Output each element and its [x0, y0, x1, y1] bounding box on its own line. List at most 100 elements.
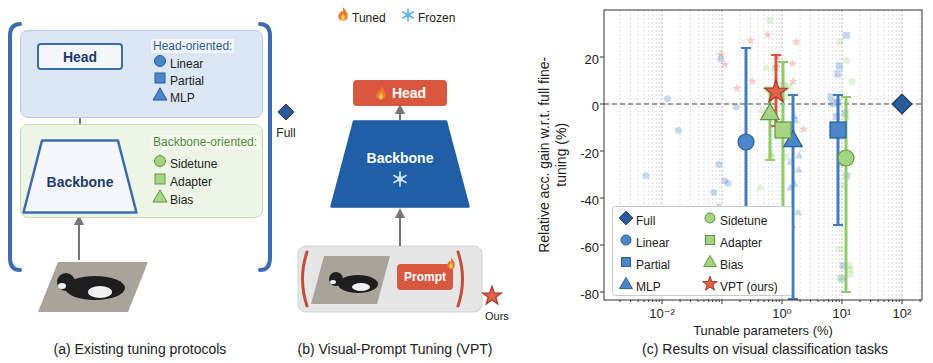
tuned-head-box: Head — [353, 80, 447, 106]
flame-icon — [445, 256, 457, 270]
label-holder: (c) Results on visual classification tas… — [642, 340, 888, 358]
frozen-backbone-trapezoid: Backbone — [330, 120, 470, 208]
axis-title: Tunable parameters (%) — [693, 323, 833, 338]
label-holder: 10¹ — [833, 304, 852, 322]
legend-entry: Sidetune — [720, 211, 767, 229]
legend-entry: Linear — [170, 54, 203, 72]
legend-marker — [616, 230, 636, 250]
band-heading: Head-oriented: — [151, 39, 234, 53]
legend-entry: Bias — [170, 190, 193, 208]
label-holder: (a) Existing tuning protocols — [54, 340, 227, 358]
tick-label: -80 — [580, 287, 599, 302]
label-holder: 10⁻² — [649, 304, 675, 322]
legend-entry: Partial — [170, 71, 204, 89]
label-holder: -20 — [580, 144, 599, 162]
prompt-box: Prompt — [397, 264, 453, 290]
legend-entry: Partial — [636, 255, 670, 273]
legend-text: Sidetune — [170, 157, 217, 171]
legend-text: Full — [276, 126, 295, 140]
legend-entry: MLP — [170, 88, 195, 106]
legend-entry: Linear — [636, 233, 669, 251]
left-paren — [303, 252, 308, 306]
legend-text: MLP — [636, 280, 661, 294]
tick-label: 10¹ — [833, 306, 852, 321]
subfigure-caption: (c) Results on visual classification tas… — [642, 341, 888, 357]
tick-label: 10² — [893, 306, 912, 321]
legend-text: Partial — [636, 258, 670, 272]
input-arrow — [399, 210, 401, 246]
axis-title: Relative acc. gain w.r.t. full fine-tuni… — [536, 55, 570, 255]
label-holder: 0 — [592, 97, 599, 115]
tick-label: 0 — [592, 99, 599, 114]
subfigure-caption: (a) Existing tuning protocols — [54, 341, 227, 357]
label-holder: (b) Visual-Prompt Tuning (VPT) — [297, 340, 492, 358]
legend-entry: Bias — [720, 255, 743, 273]
tick-label: 10⁻² — [649, 306, 675, 321]
legend-entry: Sidetune — [170, 154, 217, 172]
input-image — [38, 262, 148, 312]
legend-marker — [700, 252, 720, 272]
label-holder: -80 — [580, 285, 599, 303]
legend-entry: MLP — [636, 277, 661, 295]
legend-text: Adapter — [720, 236, 762, 250]
legend-marker — [150, 85, 170, 105]
node-text: Head — [63, 49, 97, 65]
legend-marker — [276, 102, 296, 122]
legend-text: Linear — [170, 57, 203, 71]
legend-note: Frozen — [418, 11, 455, 25]
legend-note: Tuned — [352, 11, 386, 25]
label-holder: 10² — [893, 304, 912, 322]
snowflake-icon — [391, 170, 409, 188]
legend-marker — [616, 208, 636, 228]
input-panel — [298, 246, 482, 312]
legend-text: VPT (ours) — [720, 280, 778, 294]
tick-label: -60 — [580, 240, 599, 255]
tick-label: -20 — [580, 146, 599, 161]
legend-text: Partial — [170, 74, 204, 88]
legend-marker — [616, 274, 636, 294]
legend-marker — [150, 169, 170, 189]
tick-label: 20 — [585, 52, 599, 67]
legend-marker — [700, 274, 720, 294]
head-box: Head — [37, 43, 123, 70]
node-text: Head — [392, 85, 426, 101]
legend-marker — [616, 252, 636, 272]
label-holder: Frozen — [418, 8, 455, 26]
input-arrow — [78, 217, 80, 260]
right-paren — [458, 252, 463, 306]
legend-marker — [700, 230, 720, 250]
legend-text: MLP — [170, 91, 195, 105]
legend-marker — [150, 51, 170, 71]
legend-entry: Full — [636, 211, 655, 229]
input-image — [311, 256, 390, 304]
legend-marker — [150, 187, 170, 207]
legend-marker — [150, 151, 170, 171]
tick-label: -40 — [580, 193, 599, 208]
label-holder: 20 — [585, 50, 599, 68]
backbone-trapezoid: Backbone — [22, 139, 138, 214]
legend-marker — [150, 68, 170, 88]
head-oriented-band: Head-oriented: Head — [20, 30, 263, 118]
flame-icon — [374, 85, 388, 101]
legend-entry: Adapter — [170, 172, 212, 190]
label-holder: 10⁰ — [772, 304, 792, 322]
node-text: Backbone — [47, 174, 114, 190]
legend-text: Adapter — [170, 175, 212, 189]
label-holder: -60 — [580, 238, 599, 256]
label-holder: Ours — [485, 306, 509, 324]
label-holder: Tuned — [352, 8, 386, 26]
backbone-oriented-band: Backbone-oriented:Backbone — [20, 124, 263, 218]
arrow-connector — [399, 106, 401, 120]
label-holder: -40 — [580, 191, 599, 209]
label-holder: Relative acc. gain w.r.t. full fine-tuni… — [536, 55, 570, 255]
left-bracket — [10, 24, 20, 270]
legend-entry: VPT (ours) — [720, 277, 778, 295]
ours-label: Ours — [485, 310, 509, 322]
legend-text: Bias — [720, 258, 743, 272]
tick-label: 10⁰ — [772, 306, 792, 321]
legend-entry: Full — [276, 123, 295, 141]
legend-text: Linear — [636, 236, 669, 250]
legend-text: Full — [636, 214, 655, 228]
subfigure-caption: (b) Visual-Prompt Tuning (VPT) — [297, 341, 492, 357]
node-text: Backbone — [367, 150, 434, 166]
